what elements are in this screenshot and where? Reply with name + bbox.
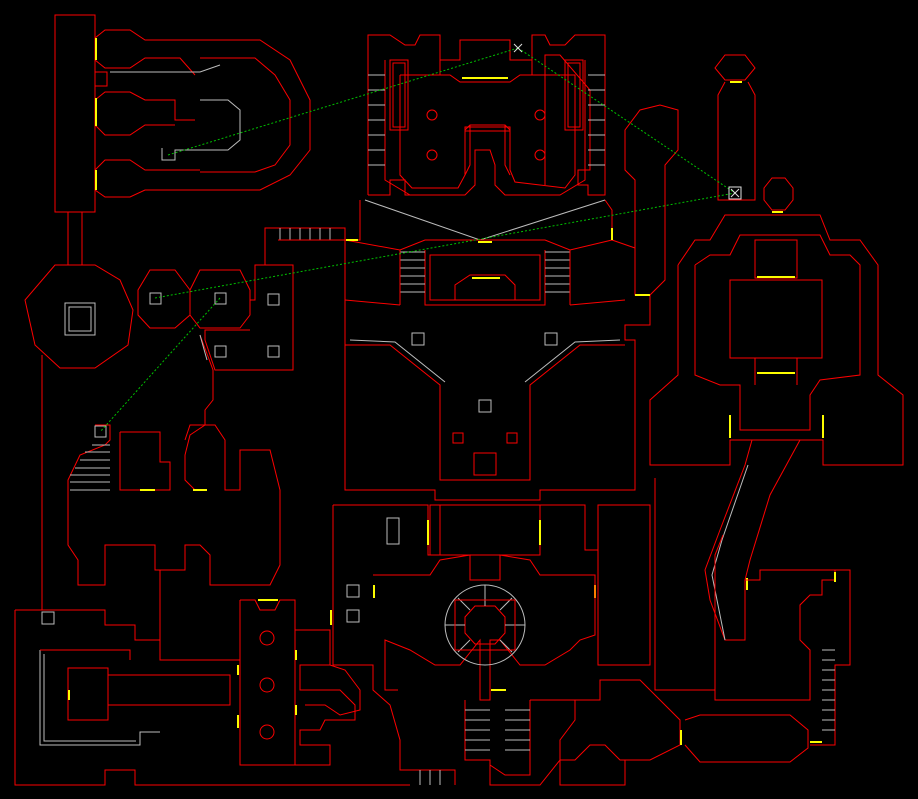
nw-sector bbox=[54, 14, 311, 265]
west-middle bbox=[67, 334, 281, 586]
central-hub bbox=[344, 228, 651, 501]
teleport-pad-icon bbox=[149, 292, 162, 305]
south-east bbox=[559, 478, 851, 786]
marker-x-icon bbox=[728, 186, 742, 200]
north-east-tower bbox=[624, 54, 794, 296]
teleport-pad-icon bbox=[214, 292, 227, 305]
southwest bbox=[14, 570, 410, 786]
twin-pods bbox=[137, 269, 251, 329]
pad-room bbox=[204, 227, 346, 371]
marker-x-icon bbox=[513, 43, 523, 53]
south-central bbox=[330, 504, 651, 786]
west-octagon bbox=[24, 264, 134, 610]
east-complex bbox=[649, 214, 904, 641]
teleport-links bbox=[99, 47, 736, 433]
north-fortress bbox=[344, 34, 613, 251]
